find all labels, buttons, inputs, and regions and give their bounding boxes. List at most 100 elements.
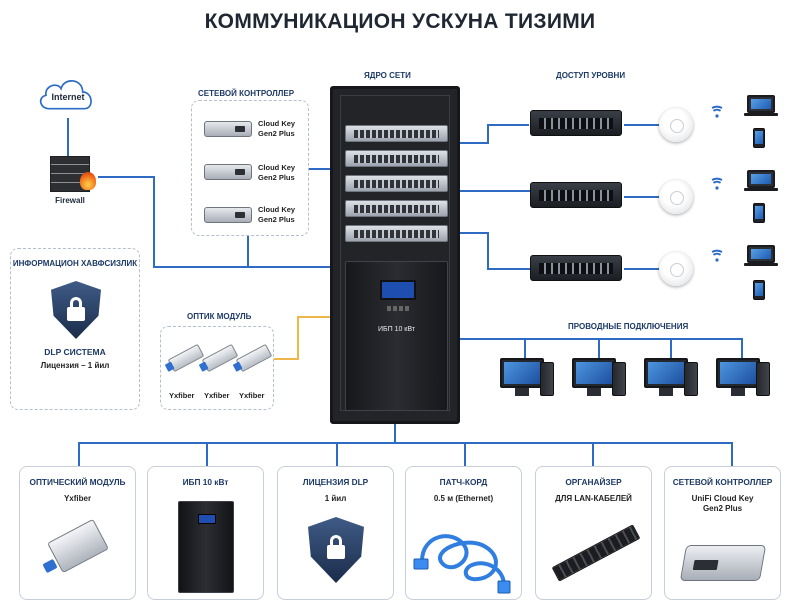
laptop-icon — [744, 95, 778, 116]
link-pc4 — [741, 338, 743, 358]
link-pc1 — [524, 338, 526, 358]
card-title: ОПТИЧЕСКИЙ МОДУЛЬ — [29, 477, 126, 487]
controller-2-line1: Cloud Key — [258, 163, 296, 172]
sfp-module-icon — [201, 343, 239, 373]
card-title: ЛИЦЕНЗИЯ DLP — [302, 477, 369, 487]
network-controller-header: СЕТЕВОЙ КОНТРОЛЛЕР — [198, 89, 295, 98]
monitor-icon — [644, 358, 688, 388]
wifi-icon — [711, 105, 723, 118]
pc-tower-icon — [756, 362, 770, 396]
card-ups: ИБП 10 кВт — [147, 466, 264, 600]
wired-header: ПРОВОДНЫЕ ПОДКЛЮЧЕНИЯ — [568, 322, 689, 331]
phone-icon — [753, 128, 765, 148]
monitor-stand — [731, 388, 745, 396]
lock-body — [327, 545, 345, 559]
card-subtitle: ДЛЯ LAN-КАБЕЛЕЙ — [555, 494, 632, 503]
firewall-label: Firewall — [55, 196, 85, 205]
fiber-link-h — [274, 358, 298, 360]
access-header: ДОСТУП УРОВНИ — [556, 71, 626, 80]
fire-icon — [80, 172, 96, 190]
access-point-icon — [659, 252, 693, 286]
link-rack-sw3-h — [487, 268, 530, 270]
monitor-stand — [659, 388, 673, 396]
rack-switch — [345, 200, 448, 217]
optic-box: Yxfiber Yxfiber Yxfiber — [160, 326, 274, 410]
card-title: ИБП 10 кВт — [182, 477, 229, 487]
link-rack-sw1-h — [487, 124, 529, 126]
link-firewall — [98, 176, 154, 178]
optic-label-1: Yxfiber — [169, 391, 195, 400]
card-subtitle: Yxfiber — [63, 494, 92, 503]
card-cable-organizer: ОРГАНАЙЗЕР ДЛЯ LAN-КАБЕЛЕЙ — [535, 466, 652, 600]
link-internet-firewall — [67, 118, 69, 156]
lock-body — [67, 307, 85, 321]
controller-3-line2: Gen2 Plus — [258, 215, 295, 224]
ups-unit: ИБП 10 кВт — [345, 261, 448, 411]
link-rack-sw3 — [458, 232, 488, 234]
laptop-icon — [744, 170, 778, 191]
ups-display — [380, 280, 416, 300]
patch-cord-icon — [413, 534, 511, 594]
internet-label: Internet — [51, 92, 85, 102]
link-card3 — [336, 442, 338, 467]
card-subtitle-2: Gen2 Plus — [702, 504, 743, 513]
optic-header: ОПТИК МОДУЛЬ — [187, 312, 252, 321]
link-pc3 — [670, 338, 672, 358]
controller-1-line2: Gen2 Plus — [258, 129, 295, 138]
monitor-icon — [572, 358, 616, 388]
controller-1-line1: Cloud Key — [258, 119, 296, 128]
card-subtitle: 1 йил — [324, 494, 347, 503]
internet-cloud: Internet — [30, 72, 106, 120]
card-title: ПАТЧ-КОРД — [439, 477, 488, 487]
link-controller-rack — [308, 168, 332, 170]
ups-buttons — [387, 306, 409, 311]
cloud-key-screen — [692, 560, 719, 570]
link-wired-h — [458, 338, 742, 340]
fiber-link-v — [297, 316, 299, 360]
access-switch — [530, 110, 622, 136]
phone-icon — [753, 280, 765, 300]
access-point-icon — [659, 108, 693, 142]
monitor-stand — [587, 388, 601, 396]
rack-switch — [345, 125, 448, 142]
monitor-icon — [716, 358, 760, 388]
security-header: ИНФОРМАЦИОН ХАВФСИЗЛИК — [12, 259, 138, 268]
card-subtitle-1: UniFi Cloud Key — [691, 494, 754, 503]
wifi-icon — [711, 249, 723, 262]
card-subtitle: 0.5 м (Ethernet) — [433, 494, 494, 503]
link-card4 — [464, 442, 466, 467]
rack-switch — [345, 150, 448, 167]
link-bottom-v — [394, 422, 396, 444]
dlp-title: DLP СИСТЕМА — [44, 347, 106, 357]
sfp-connector — [42, 558, 58, 574]
optic-label-2: Yxfiber — [204, 391, 230, 400]
link-sw1-ap1 — [624, 124, 660, 126]
optic-label-3: Yxfiber — [239, 391, 265, 400]
card-patch-cord: ПАТЧ-КОРД 0.5 м (Ethernet) — [405, 466, 522, 600]
server-rack: ИБП 10 кВт — [330, 86, 460, 424]
rack-switch — [345, 175, 448, 192]
link-card6 — [731, 442, 733, 467]
page-title: КОММУНИКАЦИОН УСКУНА ТИЗИМИ — [204, 10, 596, 33]
controller-3-line1: Cloud Key — [258, 205, 296, 214]
lock-shackle — [330, 535, 342, 547]
cloud-key-device — [204, 121, 252, 137]
card-title: СЕТЕВОЙ КОНТРОЛЛЕР — [672, 477, 773, 487]
link-rack-sw1 — [458, 142, 488, 144]
phone-icon — [753, 203, 765, 223]
link-rack-sw3-v — [487, 232, 489, 270]
network-controller-box: Cloud Key Gen2 Plus Cloud Key Gen2 Plus … — [191, 100, 309, 236]
link-pc2 — [598, 338, 600, 358]
ups-icon — [178, 501, 234, 593]
link-rack-sw1-v — [487, 124, 489, 144]
cloud-key-icon — [679, 545, 767, 581]
monitor-stand — [515, 388, 529, 396]
link-bottom-h — [78, 442, 732, 444]
dlp-license: Лицензия – 1 йил — [40, 361, 110, 370]
sfp-module-icon — [167, 343, 205, 373]
ups-display — [198, 514, 216, 524]
link-sw2-ap2 — [624, 196, 660, 198]
pc-tower-icon — [684, 362, 698, 396]
link-firewall-down — [153, 176, 155, 268]
access-switch — [530, 255, 622, 281]
